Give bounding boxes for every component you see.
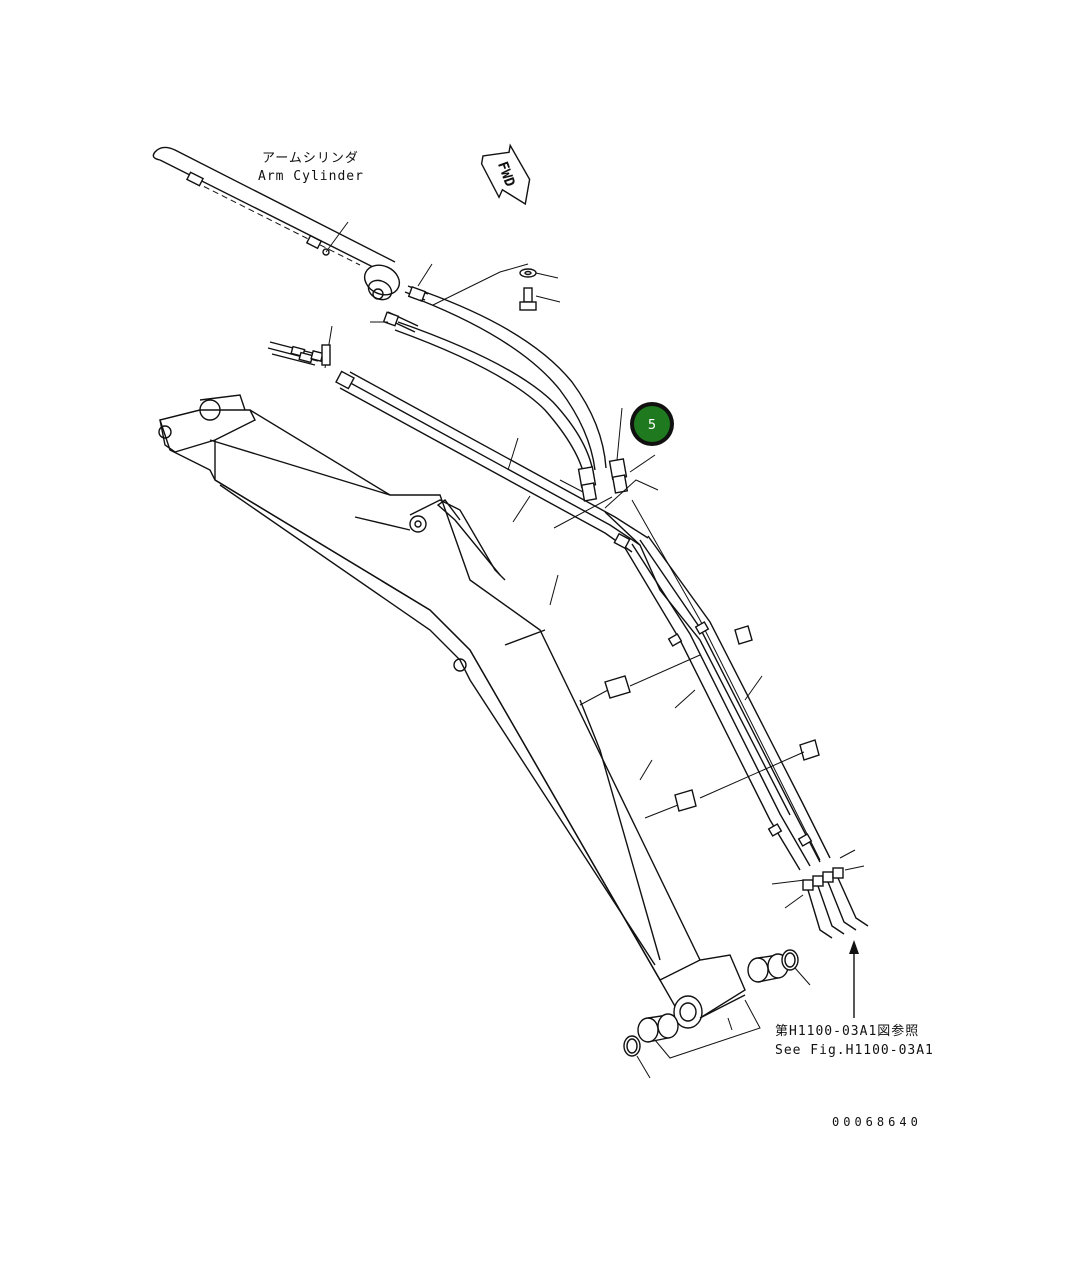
callout-5-number[interactable]: 5: [648, 418, 656, 433]
arm-cylinder-hoses: [394, 291, 656, 502]
reference-label-en: See Fig.H1100-03A1: [775, 1043, 934, 1058]
fwd-arrow: FWD: [480, 143, 531, 206]
reference-label-jp: 第H1100-03A1図参照: [775, 1023, 919, 1039]
callout-5-badge[interactable]: [634, 406, 670, 442]
callout-5[interactable]: 5: [630, 402, 674, 446]
hose-fittings-loose: [267, 325, 333, 369]
arm-cylinder-label-en: Arm Cylinder: [258, 169, 364, 184]
bushings: [623, 949, 811, 1079]
bolt-washer: [432, 263, 561, 311]
arm-cylinder: [152, 146, 433, 333]
hose-ends: [771, 849, 869, 1018]
drawing-code: 00068640: [832, 1115, 922, 1129]
boom-pipes: [335, 370, 659, 553]
boom: [158, 394, 746, 1029]
arm-cylinder-label-jp: アームシリンダ: [262, 151, 359, 166]
boom-hose-bundle: [579, 499, 831, 871]
